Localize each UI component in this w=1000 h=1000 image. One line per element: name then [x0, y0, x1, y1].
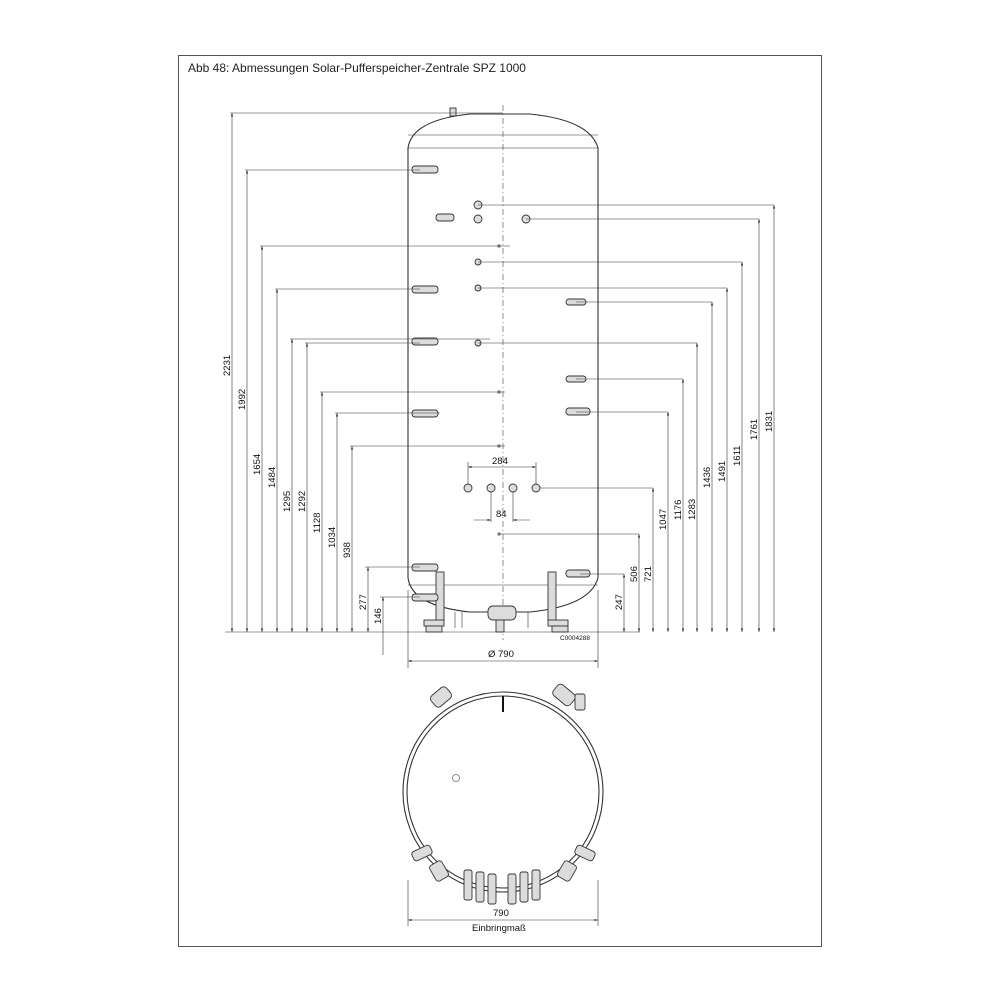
right-dimensions: 1831 1761 1611 1491 1436 1283 1176 1047 …: [478, 204, 776, 632]
dim-1654: 1654: [252, 454, 263, 475]
dim-1484: 1484: [267, 467, 278, 488]
dim-1176: 1176: [673, 500, 684, 520]
left-connections: [411, 165, 455, 602]
diameter-dimension: Ø 790 C0004288: [407, 590, 599, 668]
dim-506: 506: [629, 566, 640, 582]
dim-2231: 2231: [222, 355, 233, 376]
dim-1292: 1292: [297, 491, 308, 512]
tank-top-view: 790 Einbringmaß: [402, 683, 604, 934]
drawing-frame: [178, 55, 822, 947]
tank-side-view: [407, 105, 599, 640]
dim-277: 277: [358, 594, 369, 610]
dim-1047: 1047: [658, 509, 669, 530]
dim-1761: 1761: [749, 419, 760, 440]
port-spacing-dims: 284 84: [467, 456, 537, 522]
right-connections: [565, 298, 591, 578]
internal-ports: [463, 200, 541, 536]
dim-721: 721: [643, 566, 654, 582]
einbring-label: Einbringmaß: [472, 923, 526, 934]
figure-title: Abb 48: Abmessungen Solar-Pufferspeicher…: [188, 61, 526, 75]
left-dimensions: 2231 1992 1654 1484 1295 1292 1128 1034 …: [222, 112, 640, 655]
dim-1295: 1295: [282, 491, 293, 512]
dim-938: 938: [342, 542, 353, 558]
dim-146: 146: [373, 608, 384, 624]
bottom-width-label: 790: [493, 908, 509, 919]
dim-1992: 1992: [237, 389, 248, 410]
top-view-ports: [411, 683, 596, 905]
dim-1034: 1034: [327, 527, 338, 548]
dim-1611: 1611: [732, 446, 743, 466]
dim-1436: 1436: [702, 467, 713, 488]
tank-feet: [423, 571, 569, 633]
dim-1491: 1491: [717, 461, 728, 482]
drawing-code: C0004288: [560, 635, 590, 642]
dim-84: 84: [496, 509, 507, 520]
dim-1283: 1283: [687, 499, 698, 520]
dim-247: 247: [614, 594, 625, 610]
tank-top-cap: [407, 113, 599, 149]
diameter-label: Ø 790: [488, 649, 514, 660]
dim-284: 284: [492, 456, 508, 467]
dim-1128: 1128: [312, 513, 323, 533]
dim-1831: 1831: [764, 411, 775, 432]
